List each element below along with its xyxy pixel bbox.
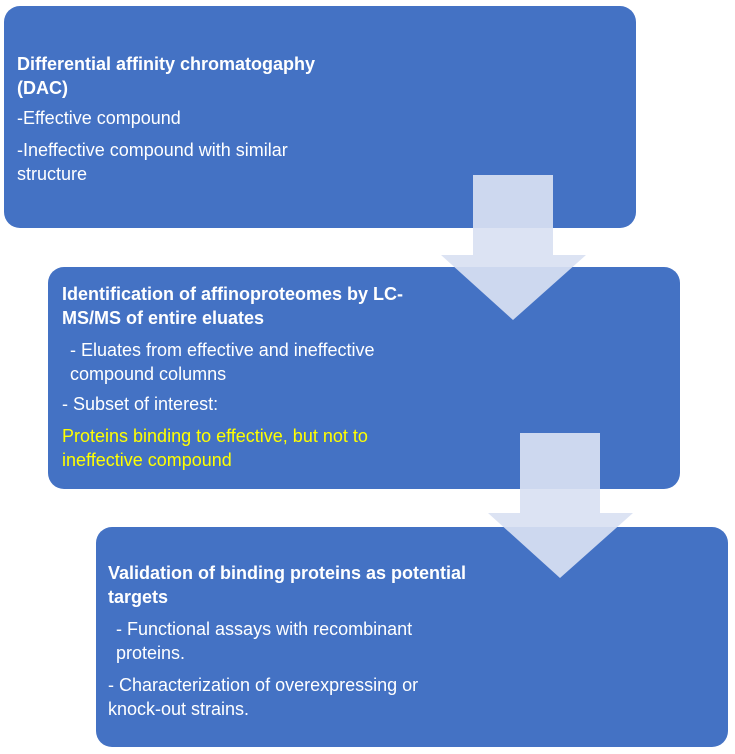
down-arrow-icon	[441, 175, 586, 320]
step-2-item-1: - Eluates from effective and ineffective…	[70, 340, 375, 384]
down-arrow-icon	[488, 433, 633, 578]
step-1-item-2: -Ineffective compound with similar struc…	[17, 140, 288, 184]
step-3-item-2: - Characterization of overexpressing or …	[108, 675, 419, 719]
step-1-box: Differential affinity chromatogaphy (DAC…	[4, 6, 636, 228]
step-2-highlight: Proteins binding to effective, but not t…	[62, 426, 368, 470]
step-1-item-1: -Effective compound	[17, 108, 181, 128]
step-2-title: Identification of affinoproteomes by LC-…	[62, 284, 403, 328]
step-3-item-1: - Functional assays with recombinant pro…	[116, 619, 413, 663]
step-2-item-2: - Subset of interest:	[62, 394, 219, 414]
step-3-box: Validation of binding proteins as potent…	[96, 527, 728, 747]
step-2-box: Identification of affinoproteomes by LC-…	[48, 267, 680, 489]
step-3-title: Validation of binding proteins as potent…	[108, 563, 467, 607]
step-1-title: Differential affinity chromatogaphy (DAC…	[17, 54, 316, 98]
